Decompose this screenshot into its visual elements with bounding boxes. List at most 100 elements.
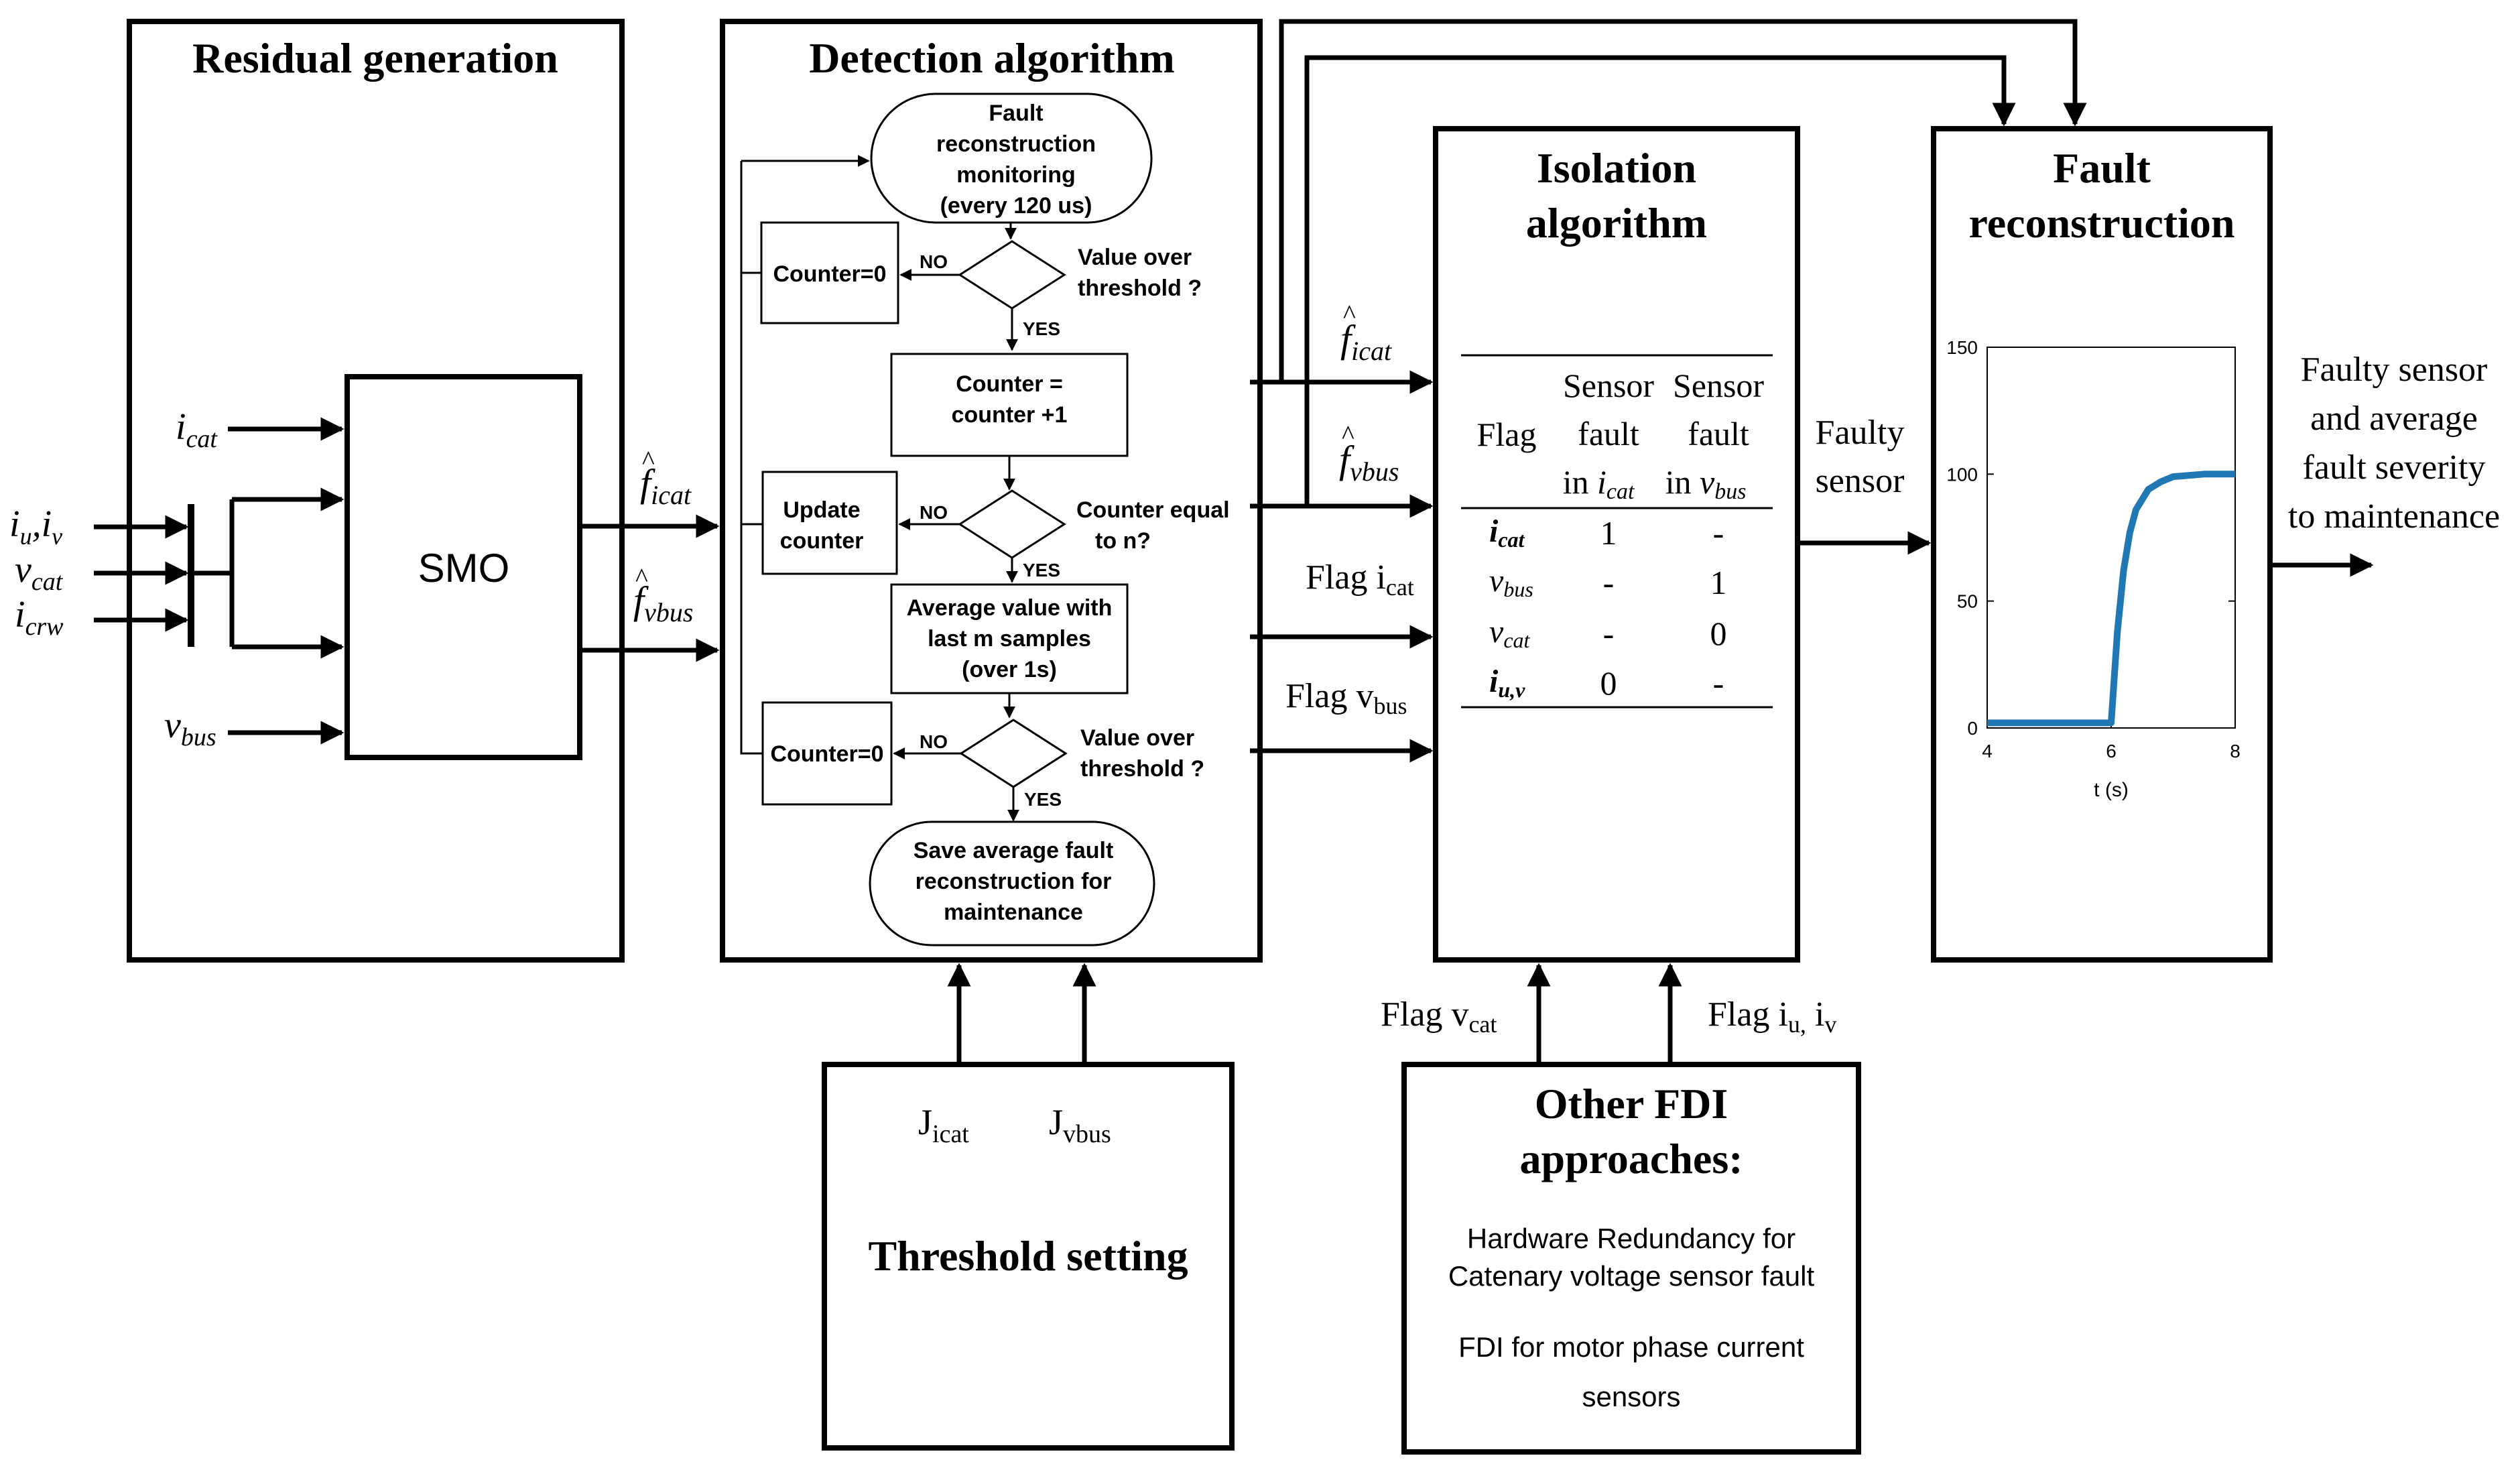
other-fdi-title-1: Other FDI	[1535, 1080, 1728, 1127]
input-vbus: vbus	[164, 705, 344, 751]
svg-text:NO: NO	[920, 251, 948, 272]
flow-decision-1	[958, 240, 1066, 310]
chart-x-tick-label: 4	[1982, 741, 1993, 761]
threshold-setting-title: Threshold setting	[868, 1232, 1188, 1280]
chart-x-tick-label: 6	[2106, 741, 2117, 761]
detection-algorithm-title: Detection algorithm	[809, 34, 1175, 82]
svg-text:icrw: icrw	[15, 594, 64, 641]
threshold-setting-block: Jicat Jvbus Threshold setting	[822, 963, 1235, 1451]
table-row: vcat - 0	[1489, 614, 1727, 652]
chart-x-tick-label: 8	[2230, 741, 2241, 761]
svg-text:^: ^	[1343, 299, 1356, 329]
svg-text:vcat: vcat	[15, 549, 64, 596]
svg-text:NO: NO	[920, 502, 948, 523]
svg-text:vbus: vbus	[164, 705, 216, 751]
table-row: icat 1 -	[1489, 513, 1724, 552]
table-header-flag: Flag	[1477, 416, 1537, 453]
flag-iuiv-label: Flag iu, iv	[1708, 995, 1836, 1038]
svg-text:-: -	[1713, 514, 1724, 552]
svg-text:^: ^	[642, 445, 655, 475]
flow-update-counter	[761, 471, 898, 575]
isolation-title-2: algorithm	[1526, 199, 1707, 247]
svg-text:YES: YES	[1024, 789, 1062, 810]
svg-text:1: 1	[1600, 514, 1617, 552]
chart-y-tick-label: 100	[1946, 464, 1978, 485]
svg-text:iu,v: iu,v	[1489, 664, 1525, 702]
input-vcat: vcat	[15, 549, 189, 596]
fault-reconstruction-block: Fault reconstruction	[1931, 126, 2273, 963]
reconstruction-title-1: Fault	[2053, 144, 2151, 192]
svg-text:1: 1	[1710, 564, 1727, 601]
flow-decision-2	[958, 489, 1066, 559]
isolation-title-1: Isolation	[1537, 144, 1696, 192]
reconstruction-title-2: reconstruction	[1969, 199, 2235, 247]
isolation-algorithm-block: Isolation algorithm	[1433, 126, 1800, 963]
chart-x-axis-label: t (s)	[2094, 779, 2129, 801]
residual-f-vbus: fvbus ^	[580, 562, 720, 662]
other-fdi-block: Other FDI approaches: Hardware Redundancy…	[1381, 963, 1861, 1455]
input-icat: icat	[176, 406, 344, 453]
flag-vcat-label: Flag vcat	[1381, 995, 1497, 1038]
input-iu-iv: iu,iv	[9, 503, 189, 550]
chart-plot-area	[1987, 347, 2236, 729]
j-vbus-label: Jvbus	[1049, 1102, 1111, 1148]
chart-y-tick-label: 0	[1967, 718, 1978, 739]
reconstruction-feed-lines	[1279, 19, 2087, 506]
input-mux	[188, 487, 344, 659]
table-row: iu,v 0 -	[1489, 664, 1724, 702]
residual-generation-block: Residual generation SMO	[127, 19, 625, 963]
svg-text:fvbus: fvbus	[633, 578, 693, 627]
svg-text:vcat: vcat	[1489, 614, 1531, 652]
flow-save-terminal	[869, 820, 1155, 946]
table-row: vbus - 1	[1489, 563, 1727, 601]
signal-flag-icat: Flag icat	[1250, 558, 1434, 649]
svg-text:-: -	[1603, 564, 1615, 601]
residual-generation-title: Residual generation	[192, 34, 558, 82]
residual-f-icat: ficat ^	[580, 445, 720, 538]
chart-y-tick-label: 150	[1946, 337, 1978, 358]
svg-text:Counter =counter +1: Counter =counter +1	[952, 371, 1068, 428]
j-icat-label: Jicat	[918, 1102, 969, 1148]
svg-text:0: 0	[1710, 615, 1727, 652]
svg-text:^: ^	[635, 562, 648, 593]
svg-text:^: ^	[1342, 420, 1354, 450]
svg-text:iu,iv: iu,iv	[9, 503, 62, 550]
svg-text:icat: icat	[176, 406, 218, 453]
svg-text:vbus: vbus	[1489, 563, 1533, 601]
smo-label: SMO	[418, 546, 510, 591]
svg-text:Flag vbus: Flag vbus	[1285, 677, 1407, 719]
detection-algorithm-block: Detection algorithm	[720, 19, 1263, 963]
svg-text:Flag icat: Flag icat	[1306, 558, 1414, 601]
svg-text:Counter=0: Counter=0	[770, 741, 883, 767]
svg-text:NO: NO	[920, 731, 948, 752]
signal-f-vbus-hat: fvbus ^	[1250, 420, 1434, 518]
signal-flag-vbus: Flag vbus	[1250, 677, 1434, 763]
other-fdi-title-2: approaches:	[1519, 1135, 1743, 1182]
svg-text:YES: YES	[1023, 560, 1060, 580]
svg-text:YES: YES	[1023, 318, 1060, 339]
smo-box	[344, 374, 582, 760]
svg-text:-: -	[1713, 664, 1724, 702]
input-icrw: icrw	[15, 594, 189, 641]
